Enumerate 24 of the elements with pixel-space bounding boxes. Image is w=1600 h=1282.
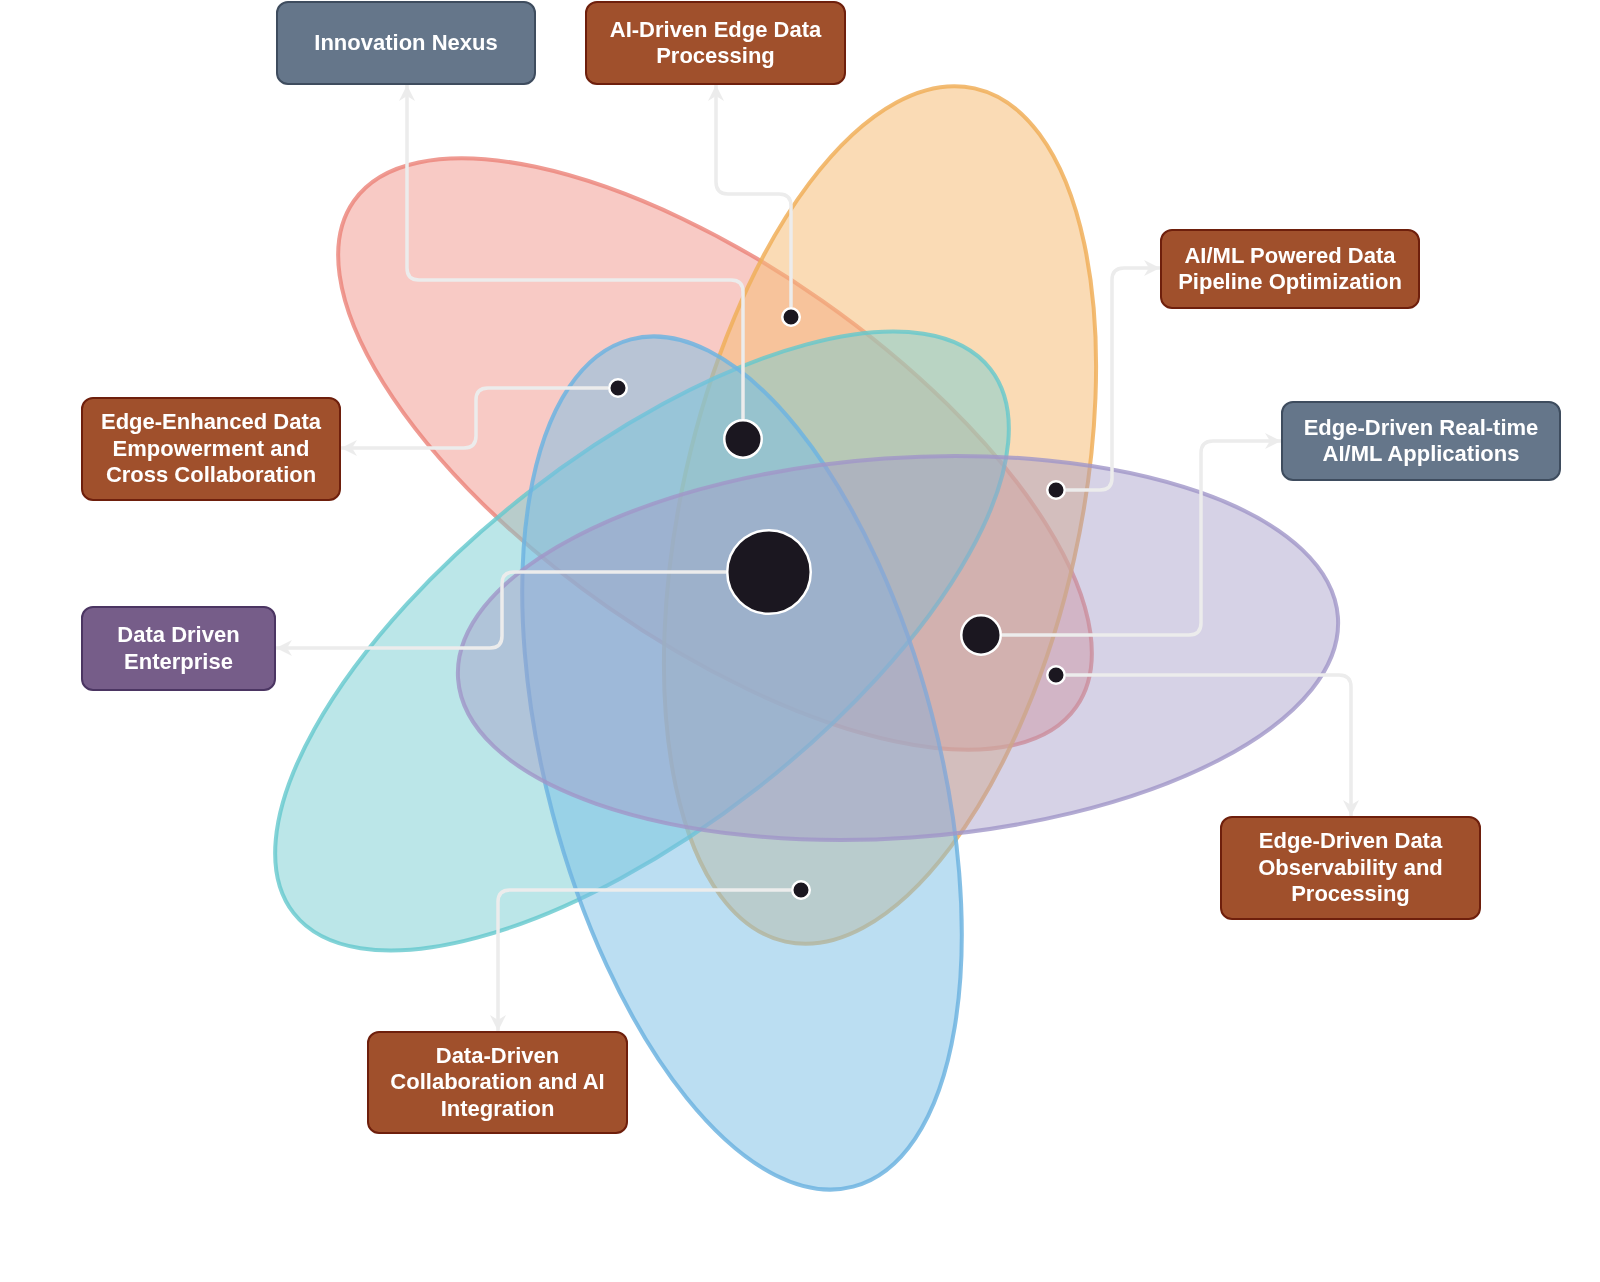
arrow xyxy=(341,386,608,456)
callout-box: Edge-Enhanced Data Empowerment and Cross Collaboration xyxy=(81,397,341,501)
anchor-dot xyxy=(781,307,801,327)
callout-box: Edge-Driven Data Observability and Processing xyxy=(1220,816,1481,920)
anchor-dot xyxy=(608,378,628,398)
anchor-dot xyxy=(960,614,1002,656)
callout-box: AI-Driven Edge Data Processing xyxy=(585,1,846,85)
anchor-dot xyxy=(1046,480,1066,500)
callout-box: AI/ML Powered Data Pipeline Optimization xyxy=(1160,229,1420,309)
callout-box: Data-Driven Collaboration and AI Integration xyxy=(367,1031,628,1134)
arrow xyxy=(1002,433,1281,637)
arrow xyxy=(490,888,791,1031)
arrow xyxy=(399,85,745,419)
anchor-dot xyxy=(791,880,811,900)
arrow xyxy=(1066,260,1160,492)
callout-box: Edge-Driven Real-time AI/ML Applications xyxy=(1281,401,1561,481)
anchor-dot xyxy=(726,529,812,615)
callout-box: Data Driven Enterprise xyxy=(81,606,276,691)
callout-box: Innovation Nexus xyxy=(276,1,536,85)
anchor-dot xyxy=(1046,665,1066,685)
anchor-dot xyxy=(723,419,763,459)
arrow xyxy=(708,85,793,307)
arrow xyxy=(276,570,726,656)
arrow xyxy=(1066,673,1359,816)
